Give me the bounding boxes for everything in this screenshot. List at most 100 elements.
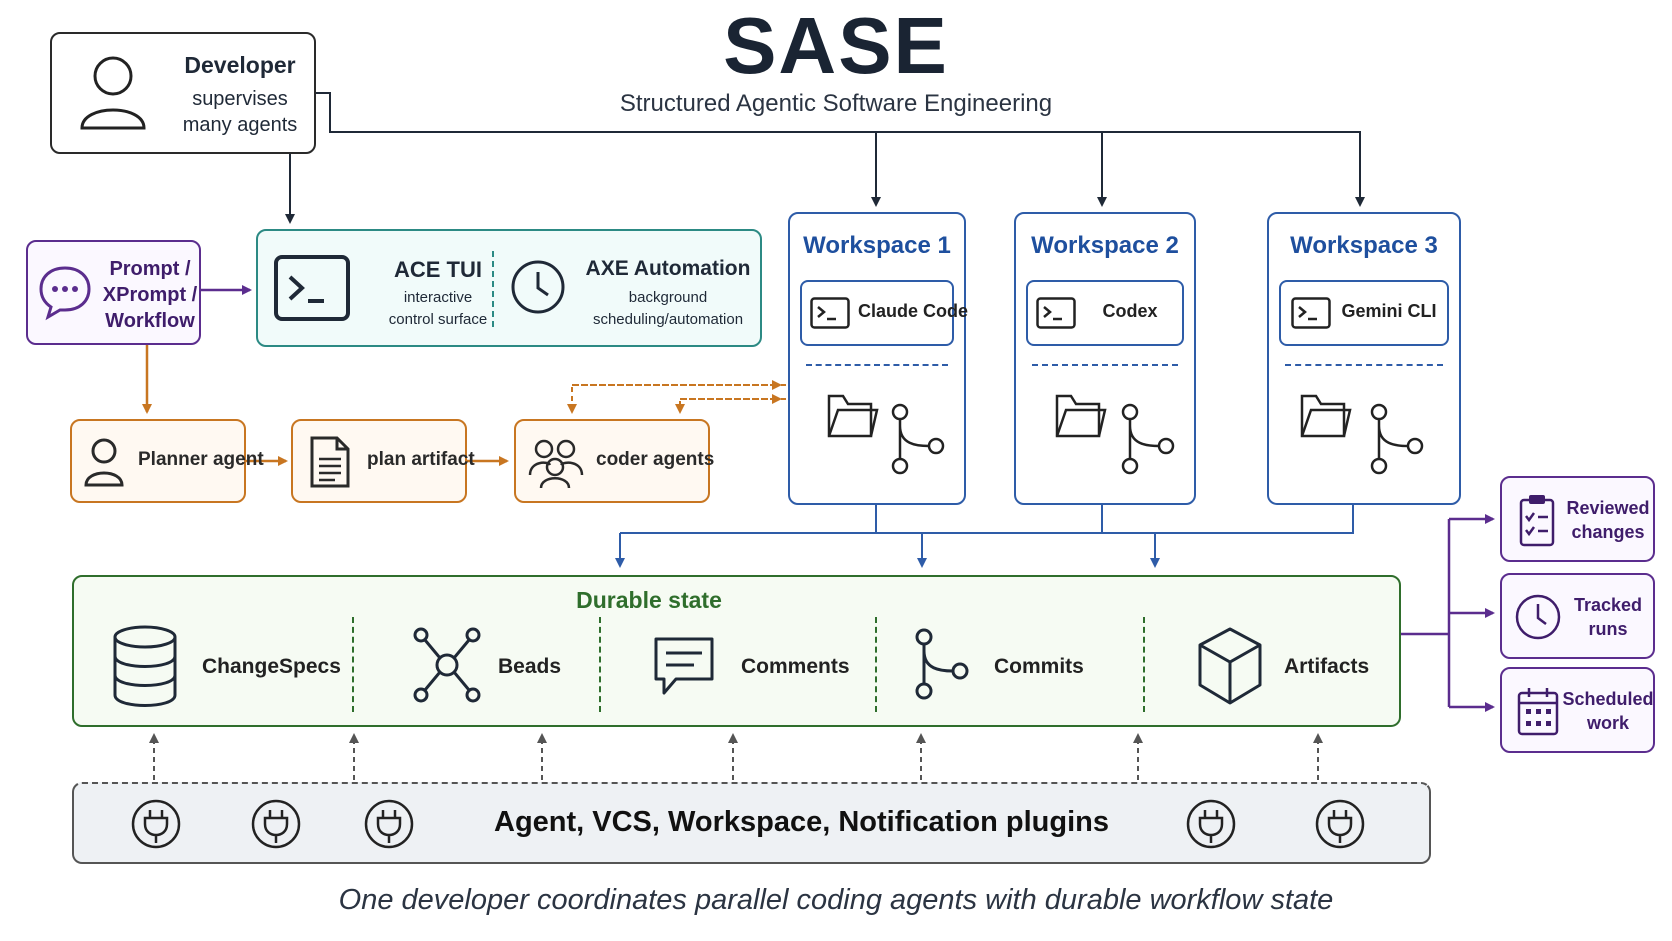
- workspace-title: Workspace 3: [1290, 232, 1438, 259]
- durable-to-output-arrows: [1401, 514, 1495, 712]
- workspace-title: Workspace 1: [803, 232, 951, 259]
- durable-divider: [352, 617, 354, 712]
- coder-agents-label: coder agents: [596, 449, 715, 470]
- prompt-line1: Prompt /: [109, 258, 191, 280]
- coder-to-workspace-dashed: [567, 380, 786, 414]
- terminal-icon: [1036, 297, 1076, 329]
- plug-icon: [1186, 799, 1236, 849]
- cube-icon: [1198, 627, 1262, 705]
- ace-divider: [492, 251, 494, 327]
- prompt-line3: Workflow: [105, 310, 195, 332]
- plug-icon: [251, 799, 301, 849]
- workspace-1: Workspace 1 Claude Code: [788, 212, 969, 505]
- output-label: Tracked runs: [1562, 593, 1654, 641]
- git-commit-icon: [915, 628, 969, 700]
- folder-icon: [1055, 394, 1107, 438]
- folder-icon: [827, 394, 879, 438]
- durable-item-commits: Commits: [994, 655, 1084, 678]
- developer-box: Developer supervises many agents: [50, 32, 316, 154]
- durable-item-artifacts: Artifacts: [1284, 655, 1370, 678]
- folder-icon: [1300, 394, 1352, 438]
- terminal-icon: [810, 297, 850, 329]
- output-line2: work: [1586, 713, 1629, 733]
- caption: One developer coordinates parallel codin…: [338, 884, 1334, 916]
- output-label: Scheduled work: [1562, 687, 1654, 735]
- planner-agent-box: Planner agent: [70, 419, 264, 503]
- comment-icon: [654, 637, 714, 695]
- prompt-box: Prompt / XPrompt / Workflow: [26, 240, 201, 345]
- pipeline-arrows: [142, 345, 509, 466]
- planner-label: Planner agent: [138, 449, 264, 470]
- output-line1: Reviewed: [1566, 498, 1650, 518]
- workspace-title: Workspace 2: [1031, 232, 1179, 259]
- plugins-bar: Agent, VCS, Workspace, Notification plug…: [72, 782, 1431, 864]
- users-icon: [528, 439, 584, 489]
- durable-item-comments: Comments: [741, 655, 850, 678]
- coder-agents-box: coder agents: [514, 419, 714, 503]
- clock-icon: [511, 260, 565, 314]
- terminal-icon: [274, 255, 350, 321]
- prompt-label: Prompt / XPrompt / Workflow: [102, 256, 198, 334]
- workspace-tool: Claude Code: [800, 280, 969, 346]
- git-branch-icon: [1121, 403, 1175, 475]
- workspace-to-durable-arrows: [615, 505, 1354, 568]
- output-scheduled-work: Scheduled work: [1500, 667, 1655, 753]
- durable-item-beads: Beads: [498, 655, 562, 678]
- developer-desc-line1: supervises: [192, 88, 288, 110]
- output-label: Reviewed changes: [1562, 496, 1654, 544]
- axe-desc-line1: background: [628, 289, 708, 306]
- plug-icon: [364, 799, 414, 849]
- git-branch-icon: [891, 403, 945, 475]
- terminal-icon: [1291, 297, 1331, 329]
- developer-desc-line2: many agents: [182, 114, 298, 136]
- axe-desc: background scheduling/automation: [568, 287, 768, 331]
- durable-state-box: Durable state ChangeSpecs Beads Comments…: [72, 575, 1401, 727]
- workspace-tool-label: Claude Code: [858, 301, 969, 321]
- durable-divider: [599, 617, 601, 712]
- developer-arrows: [285, 92, 1365, 224]
- axe-title: AXE Automation: [585, 257, 751, 280]
- output-line1: Tracked: [1573, 595, 1643, 615]
- workspace-3: Workspace 3 Gemini CLI: [1267, 212, 1461, 505]
- output-line1: Scheduled: [1562, 689, 1654, 709]
- durable-divider: [875, 617, 877, 712]
- plan-artifact-label: plan artifact: [367, 449, 475, 470]
- plugin-arrows: [149, 733, 1323, 780]
- workspace-tool: Gemini CLI: [1279, 280, 1449, 346]
- output-line2: runs: [1588, 619, 1628, 639]
- developer-name: Developer: [184, 52, 296, 78]
- clock-icon: [1515, 594, 1561, 640]
- user-icon: [80, 56, 146, 130]
- developer-desc: supervises many agents: [170, 86, 310, 138]
- output-reviewed-changes: Reviewed changes: [1500, 476, 1655, 562]
- output-line2: changes: [1571, 522, 1645, 542]
- database-icon: [113, 625, 177, 707]
- calendar-icon: [1517, 688, 1559, 736]
- durable-state-title: Durable state: [576, 587, 722, 613]
- output-tracked-runs: Tracked runs: [1500, 573, 1655, 659]
- workspace-tool-label: Codex: [1102, 301, 1158, 321]
- durable-item-changespecs: ChangeSpecs: [202, 655, 341, 678]
- plugins-label: Agent, VCS, Workspace, Notification plug…: [494, 806, 1109, 838]
- clipboard-check-icon: [1519, 495, 1555, 547]
- plan-artifact-box: plan artifact: [291, 419, 475, 503]
- workspace-divider: [806, 364, 948, 366]
- document-icon: [310, 436, 350, 488]
- ace-desc: interactive control surface: [358, 287, 518, 331]
- workspace-tool: Codex: [1026, 280, 1184, 346]
- plug-icon: [131, 799, 181, 849]
- workspace-2: Workspace 2 Codex: [1014, 212, 1196, 505]
- workspace-divider: [1032, 364, 1178, 366]
- page-title: SASE: [723, 1, 949, 90]
- ace-desc-line1: interactive: [403, 289, 473, 306]
- prompt-line2: XPrompt /: [102, 284, 198, 306]
- ace-title: ACE TUI: [394, 257, 482, 282]
- user-icon: [84, 438, 124, 487]
- network-nodes-icon: [413, 627, 481, 703]
- chat-bubble-icon: [39, 266, 91, 321]
- workspace-divider: [1285, 364, 1443, 366]
- axe-desc-line2: scheduling/automation: [592, 311, 744, 328]
- ace-axe-box: ACE TUI interactive control surface AXE …: [256, 229, 762, 347]
- ace-desc-line2: control surface: [388, 311, 488, 328]
